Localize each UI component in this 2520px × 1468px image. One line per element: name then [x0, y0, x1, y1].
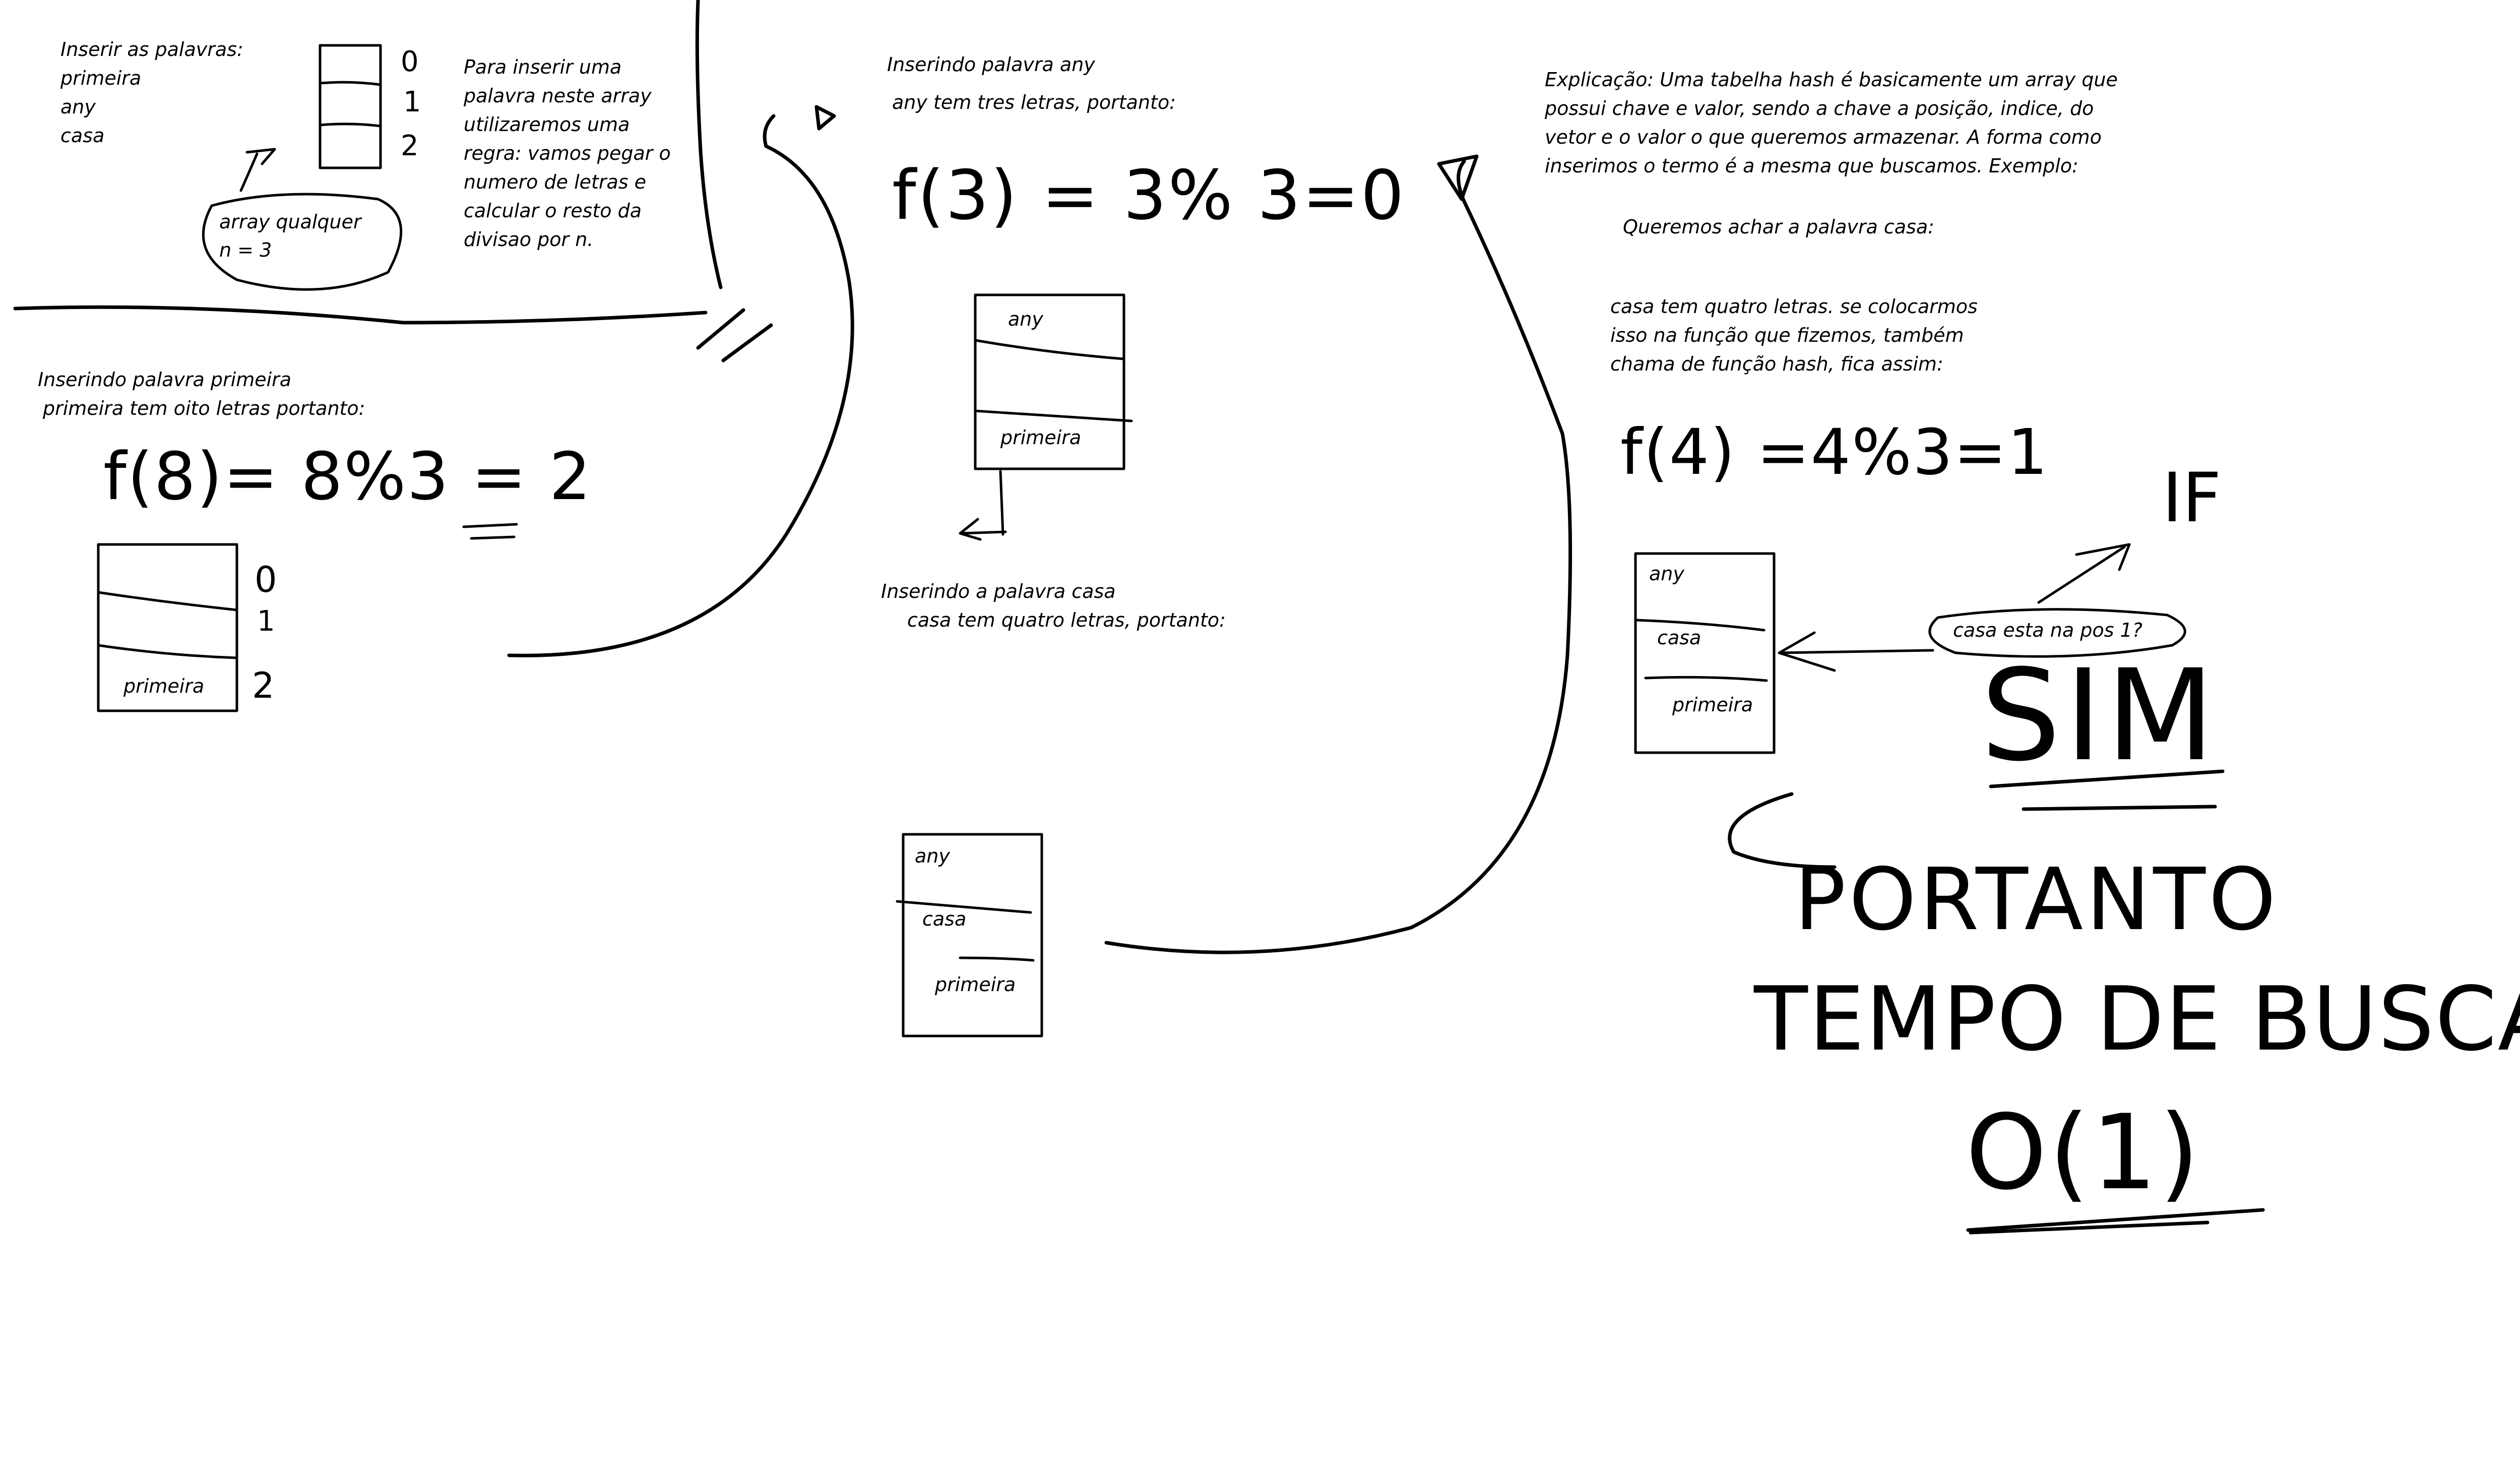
casa-title: Inserindo a palavra casa: [881, 580, 1116, 602]
flow-arrowhead-2: [1437, 154, 1479, 201]
bubble-outline: [202, 193, 403, 291]
casa-subtitle: casa tem quatro letras, portanto:: [907, 609, 1226, 631]
casa-explain-line-2: isso na função que fizemos, também: [1610, 324, 1964, 346]
casa-array-cell-2: primeira: [935, 973, 1016, 996]
casa-array-cell-1: casa: [922, 908, 967, 930]
bubble-line-2: n = 3: [219, 239, 272, 261]
rule-line-3: utilizaremos uma: [464, 113, 630, 136]
search-goal: Queremos achar a palavra casa:: [1623, 216, 1934, 238]
primeira-index-1: 1: [257, 605, 275, 638]
any-array-cell-0: any: [1008, 308, 1043, 330]
casa-array: [896, 833, 1043, 1037]
casa-array-cell-0: any: [915, 845, 950, 867]
question-to-array-arrow: [1778, 631, 1934, 672]
rule-line-1: Para inserir uma: [464, 56, 622, 78]
any-title: Inserindo palavra any: [887, 53, 1095, 76]
bubble-line-1: array qualquer: [219, 211, 361, 233]
question-text: casa esta na pos 1?: [1953, 619, 2143, 641]
intro-line-2: primeira: [60, 67, 142, 89]
explanation-array-cell-2: primeira: [1672, 694, 1753, 716]
vertical-divider: [695, 0, 723, 289]
explanation-line-4: inserimos o termo é a mesma que buscamos…: [1545, 155, 2078, 177]
primeira-array-cell: primeira: [123, 675, 205, 697]
explanation-array-cell-0: any: [1649, 563, 1684, 585]
primeira-underline: [462, 523, 518, 540]
rule-line-2: palavra neste array: [464, 85, 652, 107]
intro-line-4: casa: [60, 125, 105, 147]
casa-explain-line-1: casa tem quatro letras. se colocarmos: [1610, 295, 1978, 318]
intro-line-1: Inserir as palavras:: [60, 38, 243, 60]
rule-line-6: calcular o resto da: [464, 200, 642, 222]
conclusion-o1: O(1): [1966, 1093, 2201, 1213]
explanation-line-1: Explicação: Uma tabelha hash é basicamen…: [1545, 69, 2118, 91]
intro-array: [319, 44, 382, 169]
flow-arrowhead-1: [814, 105, 836, 131]
primeira-subtitle: primeira tem oito letras portanto:: [43, 397, 365, 419]
primeira-index-0: 0: [255, 559, 277, 600]
primeira-title: Inserindo palavra primeira: [38, 369, 292, 391]
any-formula: f(3) = 3% 3=0: [892, 156, 1406, 235]
intro-line-3: any: [60, 96, 96, 118]
primeira-formula: f(8)= 8%3 = 2: [103, 438, 592, 515]
casa-explain-line-3: chama de função hash, fica assim:: [1610, 353, 1943, 375]
explanation-array: [1634, 552, 1776, 754]
question-bubble: [1928, 608, 2186, 658]
explanation-array-cell-1: casa: [1657, 627, 1702, 649]
conclusion-tempo: TEMPO DE BUSCA: [1754, 968, 2520, 1071]
rule-line-4: regra: vamos pegar o: [464, 142, 671, 164]
rule-line-7: divisao por n.: [464, 228, 594, 251]
explanation-formula: f(4) =4%3=1: [1620, 416, 2049, 489]
intro-index-0: 0: [401, 45, 419, 78]
any-array-cell-1: primeira: [1000, 426, 1082, 449]
conclusion-portanto: PORTANTO: [1794, 850, 2279, 950]
o1-underline: [1966, 1208, 2265, 1235]
rule-line-5: numero de letras e: [464, 171, 647, 193]
any-subtitle: any tem tres letras, portanto:: [892, 91, 1176, 113]
any-array-arrow: [959, 470, 1007, 541]
explanation-line-3: vetor e o valor o que queremos armazenar…: [1545, 126, 2102, 148]
bubble-arrow: [239, 148, 276, 192]
flow-curve-2: [1104, 159, 1572, 954]
answer-sim: SIM: [1981, 642, 2219, 789]
primeira-array: [97, 543, 238, 712]
intro-index-2: 2: [401, 130, 419, 162]
slash-marks: [696, 308, 773, 362]
flow-curve-1: [507, 114, 854, 657]
question-to-if-arrow: [2037, 543, 2131, 604]
any-array: [974, 293, 1133, 470]
horizontal-divider: [13, 305, 708, 325]
sim-underline: [1989, 769, 2225, 811]
primeira-index-2: 2: [252, 665, 275, 706]
explanation-line-2: possui chave e valor, sendo a chave a po…: [1545, 97, 2094, 119]
intro-index-1: 1: [403, 86, 421, 118]
sim-portanto-bracket: [1728, 792, 1837, 869]
if-label: IF: [2162, 458, 2222, 537]
